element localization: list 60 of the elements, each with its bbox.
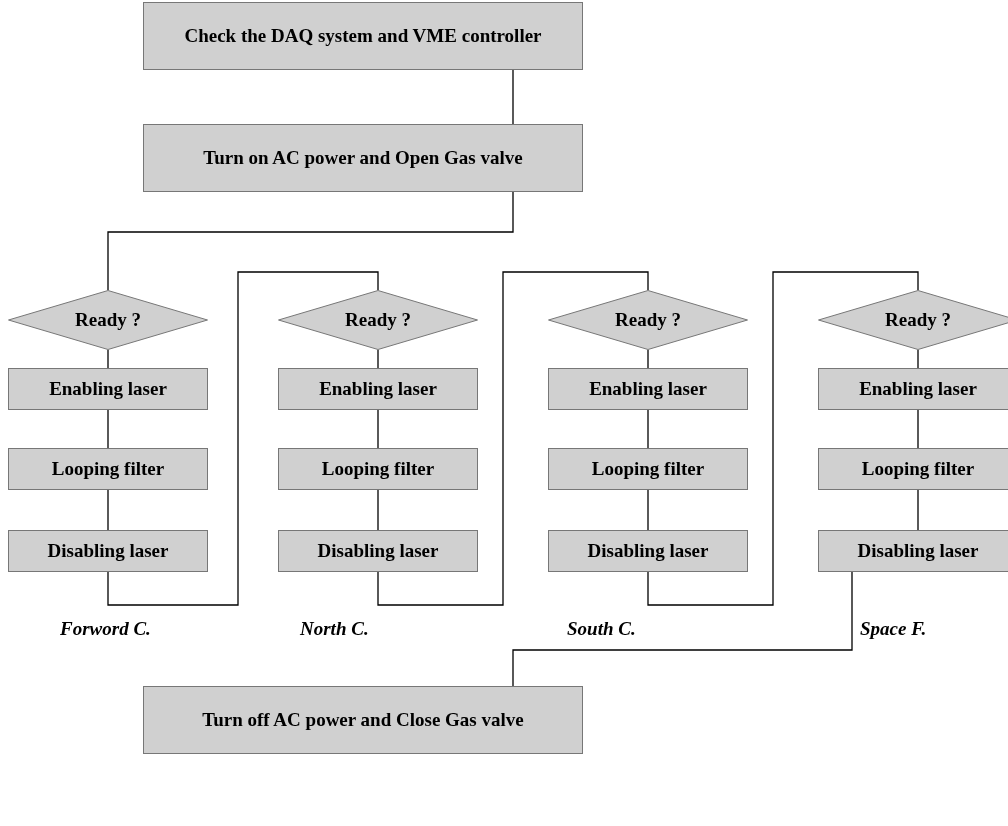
process-box: [143, 2, 583, 70]
step-text: Disabling laser: [317, 540, 439, 562]
connector-line: [917, 409, 919, 449]
connector-line: [107, 409, 109, 449]
connector-line: [512, 69, 514, 125]
process-box: [278, 448, 478, 490]
step-text: Looping filter: [591, 458, 705, 480]
connector-line: [377, 349, 379, 369]
process-box: [818, 368, 1008, 410]
process-box: [8, 368, 208, 410]
process-box: [8, 530, 208, 572]
connector-line: [647, 349, 649, 369]
connector-line: [917, 489, 919, 531]
step-text: Ready ?: [75, 309, 141, 331]
column-label: North C.: [300, 618, 369, 640]
process-box: [143, 686, 583, 754]
decision-diamond: [818, 290, 1008, 350]
step-text: Turn on AC power and Open Gas valve: [203, 147, 523, 169]
column-label: Space F.: [860, 618, 927, 640]
connector-line: [377, 489, 379, 531]
connector-line: [107, 191, 514, 291]
step-text: Enabling laser: [319, 378, 437, 400]
process-box: [143, 124, 583, 192]
connector-line: [107, 271, 379, 606]
column-label: Forword C.: [60, 618, 151, 640]
connector-line: [107, 349, 109, 369]
decision-diamond: [8, 290, 208, 350]
step-text: Check the DAQ system and VME controller: [184, 25, 542, 47]
connector-line: [647, 271, 919, 606]
process-box: [278, 368, 478, 410]
connector-line: [647, 489, 649, 531]
process-box: [818, 448, 1008, 490]
step-text: Disabling laser: [47, 540, 169, 562]
step-text: Ready ?: [885, 309, 951, 331]
step-text: Enabling laser: [49, 378, 167, 400]
connector-line: [107, 489, 109, 531]
connector-line: [377, 271, 649, 606]
connector-line: [647, 409, 649, 449]
step-text: Ready ?: [615, 309, 681, 331]
step-text: Looping filter: [51, 458, 165, 480]
process-box: [548, 448, 748, 490]
step-text: Looping filter: [321, 458, 435, 480]
step-text: Disabling laser: [587, 540, 709, 562]
step-text: Ready ?: [345, 309, 411, 331]
step-text: Turn off AC power and Close Gas valve: [202, 709, 524, 731]
column-label: South C.: [567, 618, 636, 640]
process-box: [818, 530, 1008, 572]
connector-line: [512, 571, 853, 687]
decision-diamond: [548, 290, 748, 350]
process-box: [548, 530, 748, 572]
step-text: Enabling laser: [589, 378, 707, 400]
process-box: [8, 448, 208, 490]
process-box: [548, 368, 748, 410]
step-text: Looping filter: [861, 458, 975, 480]
connector-line: [377, 409, 379, 449]
connector-line: [917, 349, 919, 369]
step-text: Disabling laser: [857, 540, 979, 562]
process-box: [278, 530, 478, 572]
step-text: Enabling laser: [859, 378, 977, 400]
decision-diamond: [278, 290, 478, 350]
